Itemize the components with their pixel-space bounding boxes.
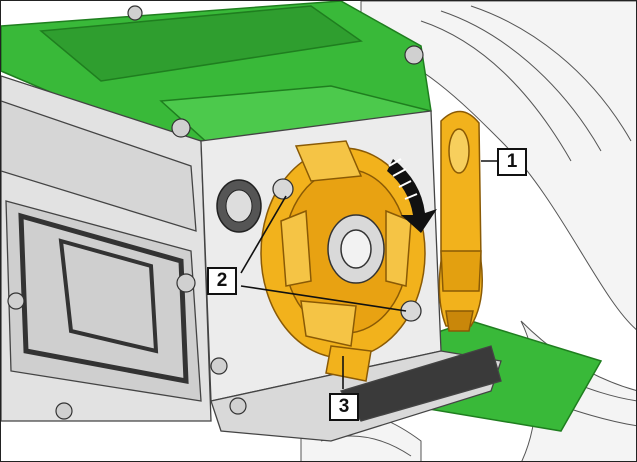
disc-bolts: [272, 178, 422, 322]
callout-3: 3: [329, 393, 359, 421]
green-housing: [1, 1, 432, 147]
bearing-window: [216, 179, 262, 233]
leader-lines: [240, 160, 501, 389]
yellow-lever: [438, 110, 483, 332]
callout-1: 1: [497, 148, 527, 176]
callout-2: 2: [207, 267, 237, 295]
rotation-arrow: [387, 158, 437, 233]
frame-bolts: [7, 5, 424, 420]
yellow-disc: [260, 140, 426, 382]
